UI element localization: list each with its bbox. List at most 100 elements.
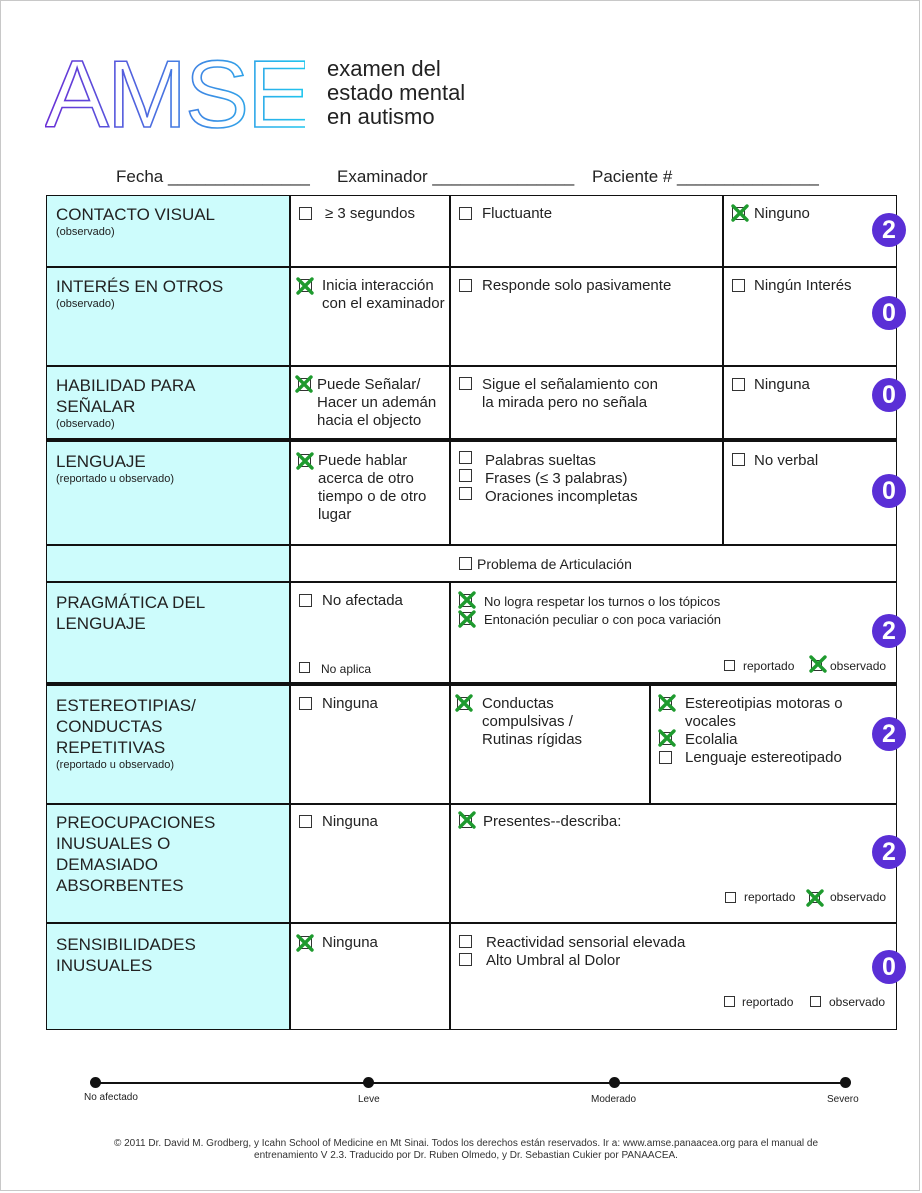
interes-opt2-label: Responde solo pasivamente [482, 277, 672, 294]
amse-logo-graphic: AMSE [45, 51, 305, 141]
pragmatica-reportado-checkbox[interactable] [724, 660, 735, 671]
check-x-icon [457, 609, 477, 629]
check-x-icon [657, 693, 677, 713]
interes-score: 0 [872, 296, 906, 330]
interes-opt2-checkbox[interactable] [459, 279, 472, 292]
sensibilidades-opt2b-checkbox[interactable] [459, 953, 472, 966]
label-column [47, 196, 290, 1029]
check-x-icon [294, 374, 314, 394]
scale-point-leve [363, 1077, 374, 1088]
amse-logo: AMSE [45, 51, 305, 141]
column-divider [449, 581, 451, 1030]
column-divider [449, 195, 451, 545]
preocupaciones-opt1-checkbox[interactable] [299, 815, 312, 828]
pragmatica-opt1-label: No afectada [322, 592, 403, 609]
scale-label-moderado: Moderado [591, 1094, 637, 1105]
estereotipias-opt3c-checkbox[interactable] [659, 751, 672, 764]
check-x-icon [295, 276, 315, 296]
pragmatica-noaplica-checkbox[interactable] [299, 662, 310, 673]
fecha-field[interactable]: Fecha _______________ [116, 167, 310, 186]
preocupaciones-title: PREOCUPACIONES INUSUALES O DEMASIADO ABS… [56, 813, 216, 895]
check-x-icon [808, 654, 828, 674]
row-divider [46, 544, 897, 546]
sensibilidades-opt2a-checkbox[interactable] [459, 935, 472, 948]
row-divider [46, 365, 897, 367]
pragmatica-opt1-checkbox[interactable] [299, 594, 312, 607]
lenguaje-opt2c-checkbox[interactable] [459, 487, 472, 500]
lenguaje-opt2b-checkbox[interactable] [459, 469, 472, 482]
scale-label-leve: Leve [358, 1094, 380, 1105]
contacto-opt1-checkbox[interactable] [299, 207, 312, 220]
scale-point-moderado [609, 1077, 620, 1088]
habilidad-title: HABILIDAD PARA SEÑALAR (observado) [56, 376, 196, 430]
scale-label-no-afectado: No afectado [84, 1092, 138, 1103]
paciente-field[interactable]: Paciente # _______________ [592, 167, 819, 186]
check-x-icon [805, 888, 825, 908]
pragmatica-opt2-labels: No logra respetar los turnos o los tópic… [484, 594, 722, 627]
preocupaciones-reportado-label: reportado [744, 890, 796, 904]
column-divider [722, 195, 724, 545]
pragmatica-title: PRAGMÁTICA DEL LENGUAJE [56, 593, 206, 633]
articulacion-checkbox[interactable] [459, 557, 472, 570]
contacto-opt2-checkbox[interactable] [459, 207, 472, 220]
scale-label-severo: Severo [827, 1094, 859, 1105]
sensibilidades-observado-label: observado [829, 995, 886, 1009]
check-x-icon [457, 810, 477, 830]
contacto-visual-title: CONTACTO VISUAL (observado) [56, 205, 216, 238]
estereotipias-opt1-checkbox[interactable] [299, 697, 312, 710]
habilidad-opt2-checkbox[interactable] [459, 377, 472, 390]
scale-point-severo [840, 1077, 851, 1088]
sensibilidades-observado-checkbox[interactable] [810, 996, 821, 1007]
preocupaciones-reportado-checkbox[interactable] [725, 892, 736, 903]
preocupaciones-score: 2 [872, 835, 906, 869]
sensibilidades-title: SENSIBILIDADES INUSUALES [56, 935, 196, 975]
column-divider [289, 195, 291, 1030]
sensibilidades-reportado-label: reportado [742, 995, 794, 1009]
check-x-icon [657, 728, 677, 748]
preocupaciones-opt2-label: Presentes--describa: [483, 813, 622, 830]
lenguaje-opt3-label: No verbal [754, 452, 819, 469]
lenguaje-opt2a-checkbox[interactable] [459, 451, 472, 464]
examinador-field[interactable]: Examinador _______________ [337, 167, 575, 186]
check-x-icon [295, 933, 315, 953]
copyright-footer: © 2011 Dr. David M. Grodberg, y Icahn Sc… [113, 1138, 819, 1161]
assessment-grid [46, 195, 897, 1030]
row-divider [46, 266, 897, 268]
habilidad-opt3-checkbox[interactable] [732, 378, 745, 391]
row-divider [46, 581, 897, 583]
svg-text:AMSE: AMSE [45, 51, 305, 141]
check-x-icon [454, 693, 474, 713]
sensibilidades-opt1-label: Ninguna [322, 934, 378, 951]
scale-point-no-afectado [90, 1077, 101, 1088]
check-x-icon [730, 203, 750, 223]
lenguaje-opt3-checkbox[interactable] [732, 453, 745, 466]
pragmatica-noaplica-label: No aplica [321, 662, 372, 676]
lenguaje-title: LENGUAJE (reportado u observado) [56, 452, 175, 485]
estereotipias-score: 2 [872, 717, 906, 751]
section-divider [46, 438, 897, 442]
column-divider [649, 684, 651, 804]
sensibilidades-score: 0 [872, 950, 906, 984]
preocupaciones-opt1-label: Ninguna [322, 813, 378, 830]
habilidad-score: 0 [872, 378, 906, 412]
interes-opt3-checkbox[interactable] [732, 279, 745, 292]
lenguaje-score: 0 [872, 474, 906, 508]
habilidad-opt3-label: Ninguna [754, 376, 810, 393]
sensibilidades-reportado-checkbox[interactable] [724, 996, 735, 1007]
pragmatica-reportado-label: reportado [743, 659, 795, 673]
contacto-score: 2 [872, 213, 906, 247]
contacto-opt3-label: Ninguno [754, 205, 810, 222]
row-divider [46, 922, 897, 924]
check-x-icon [457, 590, 477, 610]
articulacion-label: Problema de Articulación [477, 556, 632, 572]
row-divider [46, 803, 897, 805]
check-x-icon [295, 451, 315, 471]
